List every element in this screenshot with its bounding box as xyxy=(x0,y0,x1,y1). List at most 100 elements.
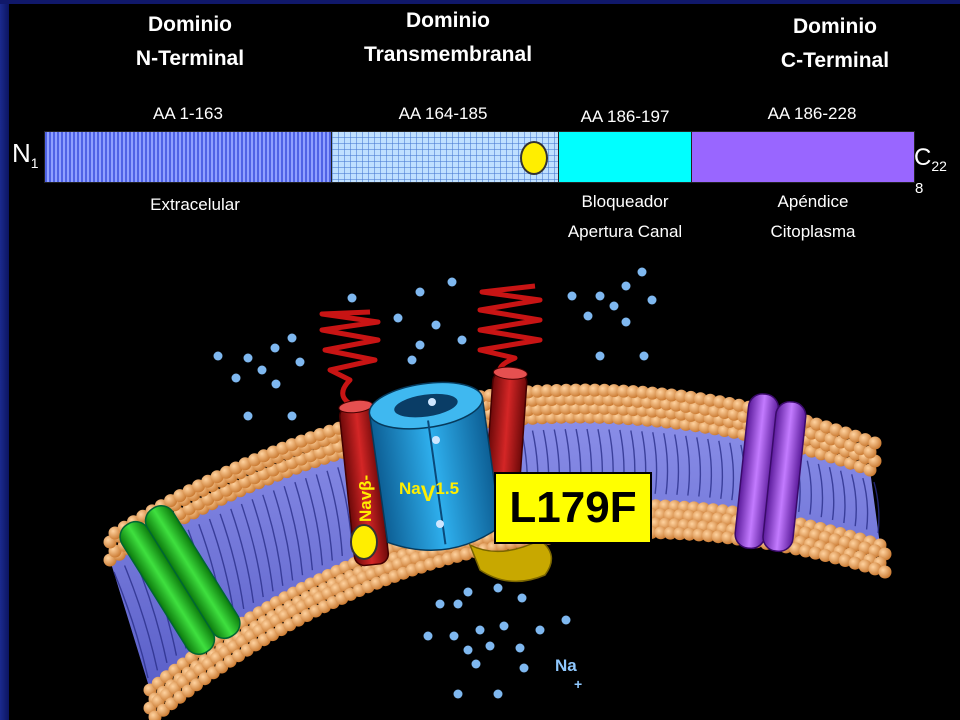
green-membrane-protein xyxy=(119,505,241,655)
lipid-tail xyxy=(251,499,274,592)
beta-mutation-dot xyxy=(350,524,378,560)
n-terminus-label: N1 xyxy=(12,138,39,171)
alpha-subunit-tail: 1.5 xyxy=(435,479,460,498)
sodium-ion xyxy=(295,357,305,367)
lipid-tail xyxy=(839,470,846,524)
sodium-ion xyxy=(639,351,649,361)
alpha-subunit-label: NaV1.5 xyxy=(399,474,460,506)
header-c-terminal: Dominio C-Terminal xyxy=(735,10,935,78)
sodium-ion xyxy=(457,335,467,345)
lipid-head xyxy=(674,389,688,403)
sodium-ion xyxy=(213,351,223,361)
lipid-head xyxy=(723,397,736,410)
lipid-heads-inner xyxy=(143,498,892,720)
sodium-ion xyxy=(347,293,357,303)
lipid-head xyxy=(809,546,822,560)
label-s3-line1: Bloqueador xyxy=(581,192,669,211)
lipid-tail xyxy=(123,565,159,671)
sodium-ion-symbol: Na xyxy=(555,656,577,675)
sodium-ion xyxy=(485,641,495,651)
sodium-ion xyxy=(407,355,417,365)
lipid-tail xyxy=(315,474,333,561)
lipid-head xyxy=(829,423,843,437)
sodium-ion xyxy=(243,411,253,421)
lipid-head xyxy=(684,390,698,404)
lipid-head xyxy=(655,387,669,401)
lipid-tail xyxy=(240,503,264,598)
beta-subunit-label: Navβ- xyxy=(356,474,375,522)
lipid-head xyxy=(702,529,715,543)
sodium-ion xyxy=(435,599,445,609)
alpha-subunit-main: Na xyxy=(399,479,421,498)
sodium-ion-charge: + xyxy=(574,676,583,692)
sodium-ion xyxy=(423,631,433,641)
lipid-tail xyxy=(304,477,324,566)
lipid-tail xyxy=(729,442,735,501)
sodium-ion xyxy=(471,659,481,669)
sodium-ion xyxy=(595,351,605,361)
sodium-ion xyxy=(517,593,527,603)
sodium-ion xyxy=(415,340,425,350)
sodium-ion xyxy=(583,311,593,321)
lipid-head xyxy=(858,559,872,573)
lipid-tail xyxy=(219,513,245,610)
lipid-head xyxy=(732,398,746,412)
c-terminus-index: 22 xyxy=(931,157,947,174)
label-s3-line2: Apertura Canal xyxy=(567,222,683,241)
segment-gate-blocker xyxy=(558,131,692,183)
label-s4-line2: Citoplasma xyxy=(770,222,856,241)
lipid-head xyxy=(645,386,659,400)
alpha-subunit-sub: V xyxy=(420,481,436,506)
lipid-tail xyxy=(326,470,343,557)
lipid-head xyxy=(550,384,564,397)
lipid-head xyxy=(849,429,862,443)
lipid-head xyxy=(673,527,687,541)
header-c-terminal-line2: C-Terminal xyxy=(780,49,890,72)
alpha-extracellular-loop xyxy=(477,283,543,382)
ion-in-channel-1 xyxy=(428,398,436,406)
sodium-ion xyxy=(449,631,459,641)
header-n-terminal-line2: N-Terminal xyxy=(135,47,245,70)
lipid-tail xyxy=(817,463,824,518)
lipid-tail xyxy=(230,508,255,603)
label-s4-line1: Apéndice xyxy=(777,192,849,211)
sodium-ion xyxy=(595,291,605,301)
sodium-ion-label: Na xyxy=(555,656,577,676)
label-s3: Bloqueador Apertura Canal xyxy=(530,187,720,247)
lipid-head xyxy=(692,528,706,542)
header-transmembrane-line2: Transmembranal xyxy=(363,43,533,66)
header-transmembrane: Dominio Transmembranal xyxy=(330,4,566,72)
lipid-head xyxy=(108,526,122,540)
membrane-tails xyxy=(110,417,880,690)
range-s1: AA 1-163 xyxy=(153,104,223,123)
c-terminus-label: C22 xyxy=(914,144,947,174)
cytoplasmic-tail xyxy=(468,539,553,583)
sodium-ion xyxy=(493,583,503,593)
beta-extracellular-loop xyxy=(319,309,381,413)
sodium-ion xyxy=(567,291,577,301)
lipid-head xyxy=(694,392,707,406)
lipid-head xyxy=(578,383,592,397)
n-terminus-index: 1 xyxy=(30,155,39,172)
lipid-head xyxy=(818,549,832,562)
mutation-label: L179F xyxy=(494,472,652,544)
lipid-head xyxy=(682,527,696,541)
sodium-ion xyxy=(475,625,485,635)
slide-left-border xyxy=(0,0,9,720)
lipid-head xyxy=(789,542,803,556)
sodium-ion xyxy=(493,689,503,699)
sodium-ion xyxy=(637,267,647,277)
lipid-tail xyxy=(652,432,658,494)
lipid-head xyxy=(607,384,621,398)
header-c-terminal-line1: Dominio xyxy=(793,15,877,38)
lipid-head xyxy=(848,556,862,570)
sodium-ion xyxy=(463,587,473,597)
lipid-head xyxy=(868,562,882,576)
lipid-head xyxy=(711,530,725,544)
sodium-ion xyxy=(561,615,571,625)
lipid-head xyxy=(654,526,668,540)
lipid-head xyxy=(703,393,717,407)
lipid-head xyxy=(665,388,679,402)
sodium-ion xyxy=(453,599,463,609)
range-s2: AA 164-185 xyxy=(398,104,488,123)
